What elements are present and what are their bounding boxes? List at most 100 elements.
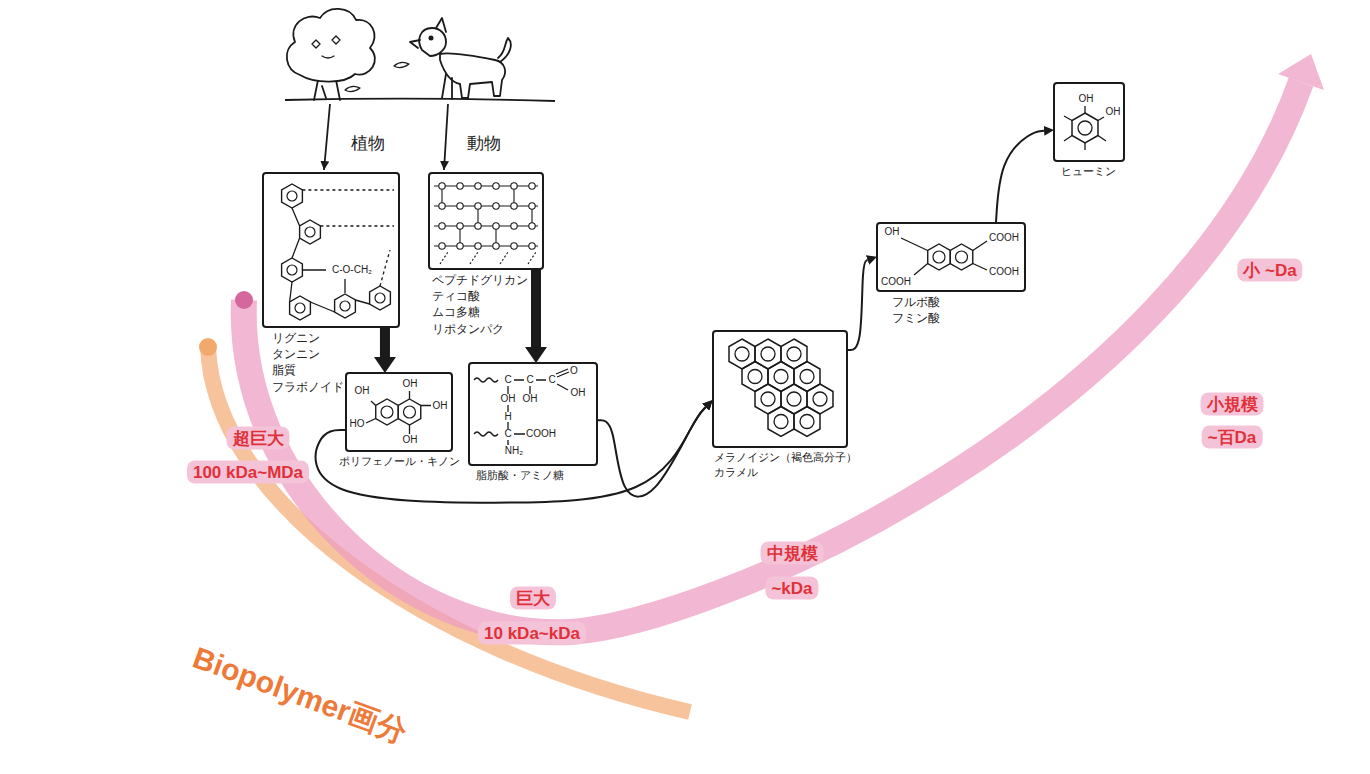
kingdom-label: 植物	[351, 135, 385, 152]
caption-group: フルボ酸 フミン酸	[892, 294, 940, 326]
size-arrow	[244, 82, 1301, 632]
size-range-label: 小規模	[1201, 393, 1264, 416]
peptidoglycan-structure	[457, 183, 463, 189]
fulvic-structure	[950, 244, 973, 270]
lignin-structure	[282, 184, 394, 320]
biopolymer-band	[208, 347, 690, 712]
fatty-acid-structure	[474, 369, 569, 445]
peptidoglycan-structure	[457, 203, 463, 209]
peptidoglycan-structure	[439, 243, 445, 249]
atom-label: OH	[402, 435, 419, 445]
lignin-structure	[302, 190, 394, 286]
fatty-acid-structure	[514, 369, 569, 390]
fulvic-structure	[928, 244, 951, 270]
atom-label: C-O-CH₂	[331, 265, 373, 275]
lignin-structure	[282, 258, 303, 282]
peptidoglycan-structure	[440, 252, 536, 264]
flow-arrow	[380, 328, 390, 357]
fulvic-structure	[901, 238, 987, 275]
size-range-label: ~kDa	[765, 577, 818, 600]
atom-label: OH	[884, 227, 901, 237]
atom-label: O	[569, 366, 579, 376]
node-caption: リグニン タンニン 脂質 フラボノイド	[272, 330, 344, 395]
lignin-structure	[290, 296, 311, 320]
node-caption: ポリフェノール・キノン	[339, 454, 460, 469]
node-caption: ペプチドグリカン ティコ酸 ムコ多糖 リポタンパク	[432, 272, 528, 337]
peptidoglycan-structure	[439, 183, 445, 189]
atom-label: OH	[522, 394, 539, 404]
polyphenol-structure	[398, 399, 421, 425]
lignin-structure	[370, 286, 391, 310]
atom-label: COOH	[880, 277, 912, 287]
size-range-label: 小 ~Da	[1237, 259, 1302, 282]
atom-label: C	[503, 429, 512, 439]
atom-label: OH	[1105, 107, 1122, 117]
atom-label: COOH	[988, 267, 1020, 277]
peptidoglycan-structure	[457, 243, 463, 249]
peptidoglycan-structure	[529, 223, 535, 229]
node-caption: ヒューミン	[1061, 164, 1116, 179]
humin-structure	[1064, 106, 1106, 150]
peptidoglycan-structure	[475, 183, 481, 189]
size-range-label: 超巨大	[227, 427, 290, 450]
peptidoglycan-structure	[511, 243, 517, 249]
size-range-label: 10 kDa~kDa	[478, 622, 586, 645]
atom-label: OH	[1078, 94, 1095, 104]
caption-group: ヒューミン	[1061, 164, 1116, 179]
size-arrow	[235, 291, 253, 309]
atom-label: C	[547, 375, 556, 385]
lignin-structure	[300, 220, 321, 244]
biopolymer-band	[199, 338, 217, 356]
structure-box: リグニン タンニン 脂質 フラボノイド	[262, 172, 400, 328]
size-range-label: 100 kDa~MDa	[187, 461, 309, 484]
dog-drawing	[440, 53, 505, 98]
fraction-label: Biopolymer画分	[189, 642, 411, 747]
connector-layer	[316, 131, 1044, 503]
peptidoglycan-structure	[511, 203, 517, 209]
dog-drawing	[410, 40, 420, 48]
peptidoglycan-structure	[493, 203, 499, 209]
atom-label: C	[503, 375, 512, 385]
peptidoglycan-structure	[475, 223, 481, 229]
flow-arrow	[598, 407, 706, 496]
peptidoglycan-structure	[511, 223, 517, 229]
ground-line	[285, 99, 555, 101]
peptidoglycan-structure	[493, 243, 499, 249]
size-range-label: 中規模	[761, 542, 824, 565]
humin-structure	[1072, 113, 1098, 143]
atom-label: COOH	[988, 233, 1020, 243]
tree-drawing	[322, 56, 334, 58]
fulvic-structure	[901, 238, 987, 275]
peptidoglycan-structure	[457, 223, 463, 229]
node-caption: 脂肪酸・アミノ糖	[476, 468, 564, 483]
caption-group: リグニン タンニン 脂質 フラボノイド	[272, 330, 344, 395]
size-arrow	[1278, 54, 1324, 90]
peptidoglycan-structure	[529, 183, 535, 189]
ground-line	[285, 99, 555, 101]
melanoidin-structure	[768, 407, 794, 437]
dog-drawing	[498, 38, 511, 62]
flow-arrow	[848, 260, 868, 350]
atom-label: OH	[570, 388, 587, 398]
tree-drawing	[314, 80, 340, 100]
caption-group: ペプチドグリカン ティコ酸 ムコ多糖 リポタンパク	[432, 272, 528, 337]
origin-arrow	[324, 104, 330, 170]
peptidoglycan-structure	[493, 223, 499, 229]
tree-drawing	[345, 86, 360, 91]
atom-label: H	[503, 412, 512, 422]
fatty-acid-structure	[474, 378, 498, 382]
origin-arrow	[444, 104, 448, 170]
peptidoglycan-structure	[529, 203, 535, 209]
dog-drawing	[436, 18, 446, 32]
atom-label: HO	[349, 419, 366, 429]
atom-label: C	[525, 375, 534, 385]
atom-label: NH₂	[504, 446, 524, 456]
flow-arrow	[316, 407, 706, 502]
size-arrow	[235, 54, 1324, 632]
atom-label: OH	[432, 401, 449, 411]
kingdom-label: 動物	[467, 135, 501, 152]
polyphenol-structure	[366, 391, 431, 434]
lignin-structure	[290, 208, 370, 312]
peptidoglycan-structure	[439, 203, 445, 209]
